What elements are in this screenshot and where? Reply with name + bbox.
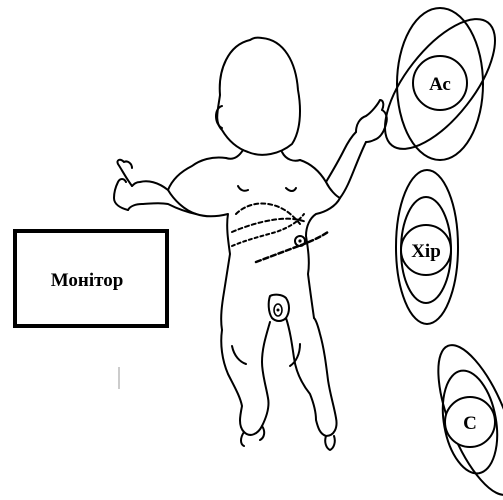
surgeon-label: Хір <box>411 241 441 262</box>
incision-mark-oblique <box>256 232 328 262</box>
staff-surgeon: Хір <box>396 170 458 324</box>
patient-torso <box>168 157 340 330</box>
staff-nurse: С <box>422 335 503 500</box>
monitor-label: Монітор <box>51 270 124 291</box>
patient-right-arm <box>326 132 366 198</box>
patient-head <box>217 38 300 155</box>
patient-left-knee <box>232 346 246 364</box>
staff-assistant: Ас <box>365 2 503 167</box>
patient-right-hand <box>356 100 387 142</box>
patient-right-foot <box>325 436 335 450</box>
patient-left-hand <box>114 160 132 210</box>
nurse-label: С <box>463 413 477 434</box>
patient-left-leg <box>221 322 270 435</box>
monitor: Монітор <box>15 231 167 326</box>
patient-ear <box>216 106 222 128</box>
patient-right-leg <box>286 318 337 436</box>
assistant-label: Ас <box>429 74 451 95</box>
patient-chest <box>238 186 296 191</box>
incision-mark-cross <box>232 219 306 232</box>
